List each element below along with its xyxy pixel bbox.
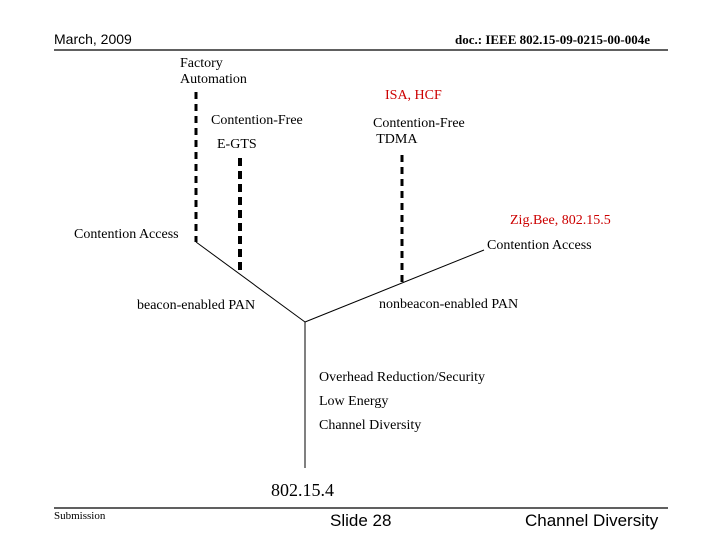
label-zigbee: Zig.Bee, 802.15.5 (510, 213, 611, 228)
label-low-energy: Low Energy (319, 394, 389, 409)
branch-nonbeacon-enabled (304, 249, 485, 323)
label-root-802-15-4: 802.15.4 (271, 480, 334, 500)
label-factory-automation: Factory Automation (180, 56, 247, 88)
label-beacon-enabled-pan: beacon-enabled PAN (137, 298, 256, 313)
label-nonbeacon-enabled-pan: nonbeacon-enabled PAN (379, 297, 519, 312)
label-e-gts: E-GTS (217, 137, 257, 152)
label-channel-diversity-item: Channel Diversity (319, 418, 422, 433)
label-contention-free-tdma: Contention-Free TDMA (373, 116, 465, 148)
footer-submission: Submission (54, 510, 106, 522)
label-contention-access-left: Contention Access (74, 227, 179, 242)
footer-slide-title: Channel Diversity (525, 511, 659, 530)
label-contention-free-left: Contention-Free (211, 113, 303, 128)
label-overhead-reduction: Overhead Reduction/Security (319, 370, 486, 385)
footer-slide-number: Slide 28 (330, 511, 392, 530)
header-date: March, 2009 (54, 31, 132, 47)
label-contention-access-right: Contention Access (487, 238, 592, 253)
label-isa-hcf: ISA, HCF (385, 88, 442, 103)
header-doc-id: doc.: IEEE 802.15-09-0215-00-004e (455, 32, 650, 47)
branch-beacon-enabled (195, 241, 306, 323)
